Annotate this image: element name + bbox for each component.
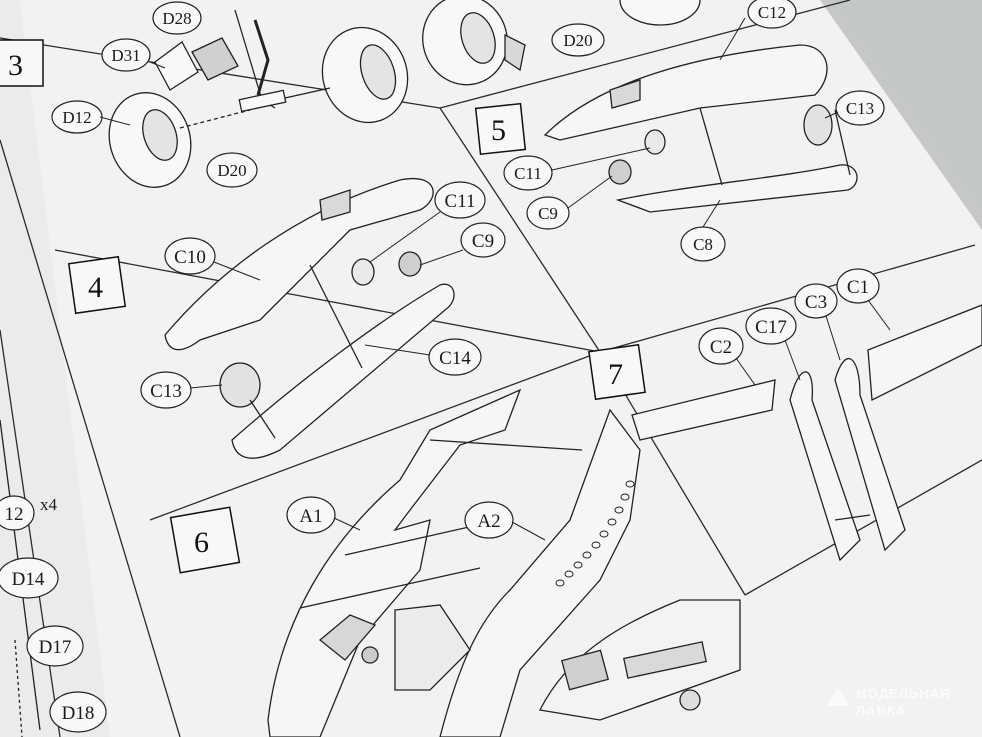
- callout-c3: C3: [794, 283, 838, 319]
- callout-d17: D17: [26, 625, 84, 667]
- svg-text:A2: A2: [477, 511, 500, 532]
- svg-text:C8: C8: [693, 235, 713, 254]
- svg-text:D18: D18: [62, 703, 95, 724]
- step-box-5: 5: [474, 102, 527, 155]
- callout-c1: C1: [836, 268, 880, 304]
- callout-d31: D31: [101, 38, 151, 72]
- callout-c13-b: C13: [140, 371, 192, 409]
- underlying-page: [0, 0, 110, 737]
- callout-12: 12: [0, 495, 35, 531]
- svg-text:C13: C13: [846, 99, 874, 118]
- fuselage-windows: [555, 480, 635, 587]
- step-box-4: 4: [67, 255, 127, 315]
- callout-d20-b: D20: [551, 23, 605, 57]
- svg-text:C14: C14: [439, 348, 471, 369]
- callout-d18: D18: [49, 691, 107, 733]
- callout-d12: D12: [51, 100, 103, 134]
- callout-a1: A1: [286, 496, 336, 534]
- svg-text:C9: C9: [538, 204, 558, 223]
- callout-c9-a: C9: [526, 196, 570, 230]
- callout-d20-a: D20: [206, 152, 258, 188]
- svg-text:D31: D31: [111, 46, 140, 65]
- svg-text:3: 3: [8, 49, 23, 82]
- svg-text:D14: D14: [12, 569, 45, 590]
- svg-text:D17: D17: [39, 637, 72, 658]
- paper-edge-shadow: [820, 0, 982, 230]
- callout-c10: C10: [164, 237, 216, 275]
- svg-text:C17: C17: [755, 317, 787, 338]
- svg-text:6: 6: [194, 526, 209, 559]
- svg-text:C13: C13: [150, 381, 182, 402]
- callout-c11-b: C11: [434, 181, 486, 219]
- svg-text:4: 4: [88, 271, 103, 304]
- step7-drawing: [631, 304, 982, 562]
- callout-c8: C8: [680, 226, 726, 262]
- step-box-3: 3: [0, 39, 44, 87]
- shop-watermark: МОДЕЛЬНАЯ ЛАВКА: [826, 686, 950, 718]
- svg-text:12: 12: [5, 504, 24, 525]
- svg-text:C9: C9: [472, 231, 494, 252]
- svg-text:C2: C2: [710, 337, 732, 358]
- logo-icon: [826, 688, 850, 706]
- callout-c12: C12: [747, 0, 797, 29]
- svg-text:C10: C10: [174, 247, 206, 268]
- svg-text:C1: C1: [847, 277, 869, 298]
- svg-text:7: 7: [608, 358, 623, 391]
- leader-lines: [99, 17, 891, 541]
- quantity-x4: x4: [40, 495, 58, 514]
- step6-drawing: [267, 388, 741, 737]
- step-box-6: 6: [169, 506, 241, 574]
- svg-text:D20: D20: [563, 31, 592, 50]
- callout-c9-b: C9: [460, 222, 506, 258]
- svg-text:C12: C12: [758, 3, 786, 22]
- callout-c14: C14: [428, 338, 482, 376]
- svg-text:D28: D28: [162, 9, 191, 28]
- svg-text:C11: C11: [445, 191, 476, 212]
- callout-c2: C2: [698, 327, 744, 365]
- svg-text:5: 5: [491, 114, 506, 147]
- step-box-7: 7: [588, 343, 646, 401]
- svg-text:D12: D12: [62, 108, 91, 127]
- svg-text:A1: A1: [299, 506, 322, 527]
- callout-c13-a: C13: [835, 90, 885, 126]
- svg-text:C11: C11: [514, 164, 542, 183]
- svg-text:МОДЕЛЬНАЯ: МОДЕЛЬНАЯ: [856, 686, 950, 701]
- svg-text:D20: D20: [217, 161, 246, 180]
- svg-text:C3: C3: [805, 292, 827, 313]
- callout-d28: D28: [152, 1, 202, 35]
- step4-drawing: [164, 177, 455, 459]
- callout-d14: D14: [0, 557, 59, 599]
- step3-drawing: [108, 0, 701, 188]
- svg-text:ЛАВКА: ЛАВКА: [856, 703, 906, 718]
- callout-a2: A2: [464, 501, 514, 539]
- step5-drawing: [543, 44, 858, 213]
- callout-c17: C17: [745, 307, 797, 345]
- callout-c11-a: C11: [503, 155, 553, 191]
